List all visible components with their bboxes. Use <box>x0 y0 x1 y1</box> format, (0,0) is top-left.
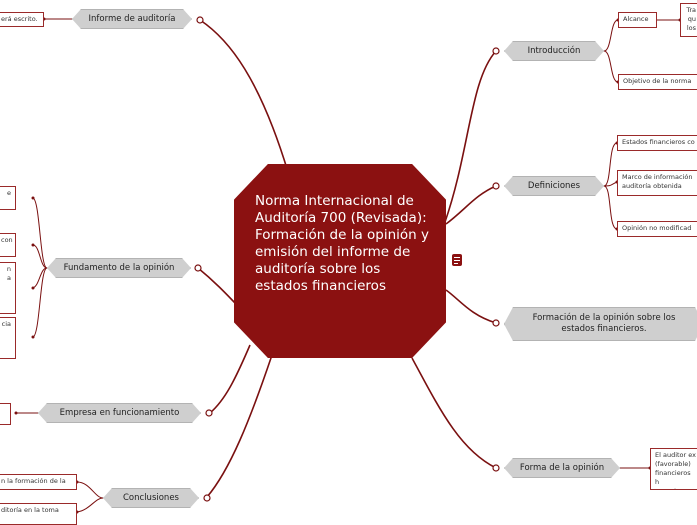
subtopic-opinion-no-modificada[interactable]: Opinión no modificad <box>617 221 697 237</box>
topic-fundamento-de-la-opinion[interactable]: Fundamento de la opinión <box>47 258 191 278</box>
subtopic-empresa-1[interactable] <box>0 403 11 425</box>
subtopic-informe-escrito[interactable]: erá escrito. <box>0 12 44 27</box>
subtopic-fundamento-4[interactable]: cia <box>0 317 16 359</box>
central-topic-node[interactable] <box>234 163 446 358</box>
subtopic-marco-de-informacion[interactable]: Marco de información auditoría obtenida <box>617 170 697 196</box>
subtopic-forma-detail[interactable]: El auditor ex (favorable) financieros h … <box>650 448 697 490</box>
topic-definiciones[interactable]: Definiciones <box>504 176 604 196</box>
topic-informe-de-auditoria[interactable]: Informe de auditoría <box>72 9 192 29</box>
subtopic-conclusiones-2[interactable]: ditoría en la toma <box>0 503 77 525</box>
subtopic-fundamento-1[interactable]: e <box>0 186 16 210</box>
note-icon[interactable] <box>452 254 462 266</box>
subtopic-conclusiones-1[interactable]: n la formación de la <box>0 474 77 490</box>
topic-empresa-en-funcionamiento[interactable]: Empresa en funcionamiento <box>38 403 201 423</box>
subtopic-objetivo-de-la-norma[interactable]: Objetivo de la norma <box>618 74 697 90</box>
subtopic-fundamento-3[interactable]: n a <box>0 262 16 314</box>
subtopic-fundamento-2[interactable]: con <box>0 233 16 257</box>
topic-formacion-de-la-opinion[interactable]: Formación de la opinión sobre los estado… <box>504 307 697 341</box>
topic-introduccion[interactable]: Introducción <box>504 41 604 61</box>
subtopic-alcance-detail[interactable]: Tra qu los <box>680 3 697 37</box>
subtopic-alcance[interactable]: Alcance <box>618 12 657 28</box>
topic-forma-de-la-opinion[interactable]: Forma de la opinión <box>504 458 620 478</box>
central-topic-title: Norma Internacional de Auditoría 700 (Re… <box>255 193 430 294</box>
subtopic-estados-financieros[interactable]: Estados financieros co <box>617 135 697 151</box>
topic-conclusiones[interactable]: Conclusiones <box>103 488 199 508</box>
